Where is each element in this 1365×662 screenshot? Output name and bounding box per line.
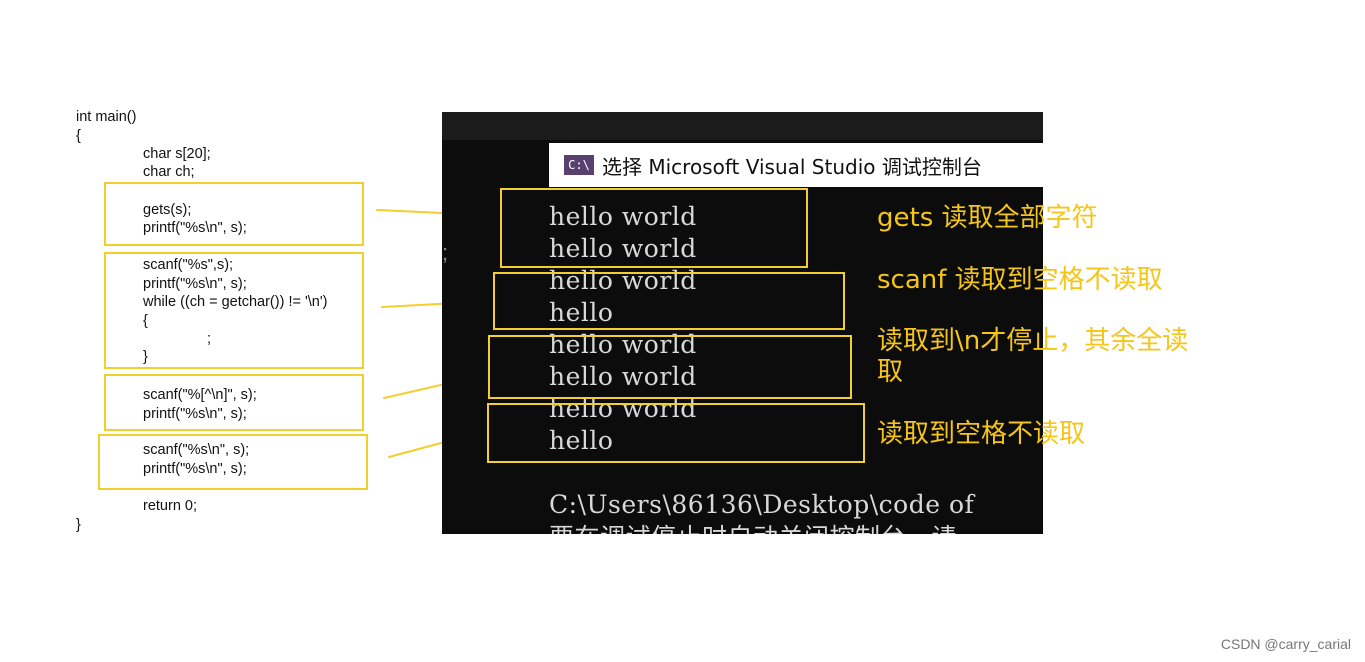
code-line: } [143, 349, 148, 365]
console-line: hello [549, 426, 614, 455]
console-highlight-scanf-bracket [488, 335, 852, 399]
console-highlight-scanf-space [493, 272, 845, 330]
code-line: } [76, 517, 81, 533]
annotation-scanf: scanf 读取到空格不读取 [877, 265, 1163, 295]
watermark: CSDN @carry_carial [1220, 636, 1351, 652]
code-line: { [143, 313, 148, 329]
annotation-bracket-line2: 取 [877, 357, 904, 387]
code-line: char s[20]; [143, 146, 211, 162]
code-line: ; [207, 331, 212, 347]
console-line: hello world [549, 266, 697, 295]
console-line: hello [549, 298, 614, 327]
code-highlight-scanf-getchar [104, 252, 364, 369]
console-line: hello world [549, 362, 697, 391]
edge-glyph: ; [442, 240, 449, 265]
code-line: scanf("%s\n", s); [143, 442, 250, 458]
console-line: 要在调试停止时自动关闭控制台，请 [549, 518, 957, 534]
console-top-strip [442, 112, 1043, 140]
code-line: scanf("%s",s); [143, 257, 234, 273]
annotation-gets: gets 读取全部字符 [877, 203, 1098, 233]
console-line: C:\Users\86136\Desktop\code of [549, 490, 975, 519]
code-line: printf("%s\n", s); [143, 461, 247, 477]
console-line: hello world [549, 330, 697, 359]
code-line: scanf("%[^\n]", s); [143, 387, 257, 403]
code-line: return 0; [143, 498, 197, 514]
annotation-bracket-line1: 读取到\n才停止，其余全读 [877, 326, 1189, 356]
code-line: gets(s); [143, 202, 192, 218]
code-line: int main() [76, 109, 137, 125]
console-highlight-gets [500, 188, 808, 268]
console-highlight-scanf-newline [487, 403, 865, 463]
code-line: printf("%s\n", s); [143, 276, 247, 292]
code-line: printf("%s\n", s); [143, 406, 247, 422]
console-title: 选择 Microsoft Visual Studio 调试控制台 [602, 154, 982, 179]
console-window: ; C:\ 选择 Microsoft Visual Studio 调试控制台 h… [442, 112, 1043, 534]
code-line: while ((ch = getchar()) != '\n') [143, 294, 328, 310]
code-highlight-scanf-newline [98, 434, 368, 490]
annotation-newline: 读取到空格不读取 [877, 419, 1086, 449]
console-line: hello world [549, 202, 697, 231]
code-line: char ch; [143, 164, 195, 180]
console-titlebar[interactable]: C:\ 选择 Microsoft Visual Studio 调试控制台 [549, 143, 1043, 187]
code-line: { [76, 128, 81, 144]
code-highlight-scanf-bracket [104, 374, 364, 431]
code-highlight-gets [104, 182, 364, 246]
console-line: hello world [549, 234, 697, 263]
console-app-icon: C:\ [564, 155, 594, 175]
code-line: printf("%s\n", s); [143, 220, 247, 236]
